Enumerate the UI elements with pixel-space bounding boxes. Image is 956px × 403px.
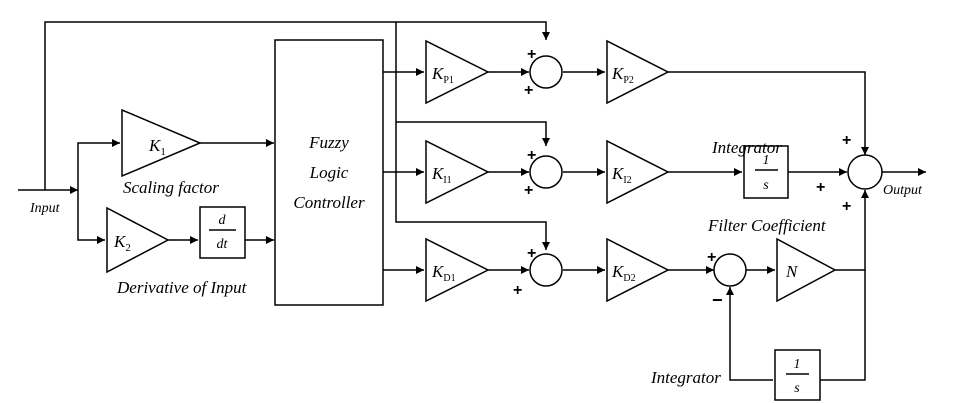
gain-kp2-label: KP2 — [611, 64, 634, 86]
sign-d-bottom: + — [513, 282, 522, 299]
gain-kd1: KD1 — [425, 237, 490, 303]
gain-ki2: KI2 — [606, 139, 670, 205]
sign-out-left: + — [816, 179, 825, 196]
sign-i-top: + — [527, 147, 536, 164]
integrator-top-label: Integrator — [711, 138, 782, 157]
gain-ki2-label: KI2 — [611, 164, 632, 186]
derivative-denominator: dt — [217, 237, 229, 252]
gain-kp2: KP2 — [606, 39, 670, 105]
summer-proportional — [529, 55, 563, 89]
scaling-factor-label: Scaling factor — [123, 178, 219, 197]
integrator-top-numerator: 1 — [763, 153, 770, 168]
output-label: Output — [883, 183, 923, 198]
gain-kp1-label: KP1 — [431, 64, 454, 86]
sign-p-bottom: + — [524, 82, 533, 99]
derivative-numerator: d — [219, 213, 227, 228]
summer-output — [847, 154, 883, 190]
input-label: Input — [29, 201, 61, 216]
gain-kd2: KD2 — [606, 237, 670, 303]
flc-label-line1: Fuzzy — [308, 133, 349, 152]
summer-signs: + + + + + + + − + + + — [513, 46, 851, 310]
sign-d-top: + — [527, 245, 536, 262]
integrator-block-bottom: 1 s — [774, 349, 821, 401]
flc-label-line2: Logic — [309, 163, 349, 182]
gain-k2: K2 — [106, 206, 170, 274]
gain-k2-label: K2 — [113, 232, 131, 254]
gain-n: N — [776, 237, 837, 303]
derivative-block: d dt — [199, 206, 246, 259]
sign-filter-plus: + — [707, 249, 716, 266]
integrator-bottom-label: Integrator — [650, 368, 721, 387]
sign-i-bottom: + — [524, 182, 533, 199]
derivative-of-input-label: Derivative of Input — [116, 278, 248, 297]
gain-ki1-label: KI1 — [431, 164, 452, 186]
summer-derivative — [529, 253, 563, 287]
filter-coefficient-label: Filter Coefficient — [707, 216, 827, 235]
flc-label-line3: Controller — [293, 193, 365, 212]
gain-k1: K1 — [121, 108, 202, 178]
gain-n-label: N — [785, 262, 799, 281]
gain-kd2-label: KD2 — [611, 262, 636, 284]
gain-k1-label: K1 — [148, 136, 166, 158]
gain-kd1-label: KD1 — [431, 262, 456, 284]
integrator-top-denominator: s — [763, 178, 769, 193]
sign-p-top: + — [527, 46, 536, 63]
gain-ki1: KI1 — [425, 139, 490, 205]
integrator-bottom-numerator: 1 — [794, 357, 801, 372]
signal-wires — [18, 21, 926, 381]
sign-out-bottom: + — [842, 198, 851, 215]
integrator-block-top: 1 s — [743, 145, 789, 199]
summer-filter — [713, 253, 747, 287]
summer-integral — [529, 155, 563, 189]
fuzzy-logic-controller-block — [274, 39, 384, 306]
sign-filter-minus: − — [712, 290, 723, 310]
sign-out-top: + — [842, 132, 851, 149]
integrator-bottom-denominator: s — [794, 381, 800, 396]
gain-kp1: KP1 — [425, 39, 490, 105]
